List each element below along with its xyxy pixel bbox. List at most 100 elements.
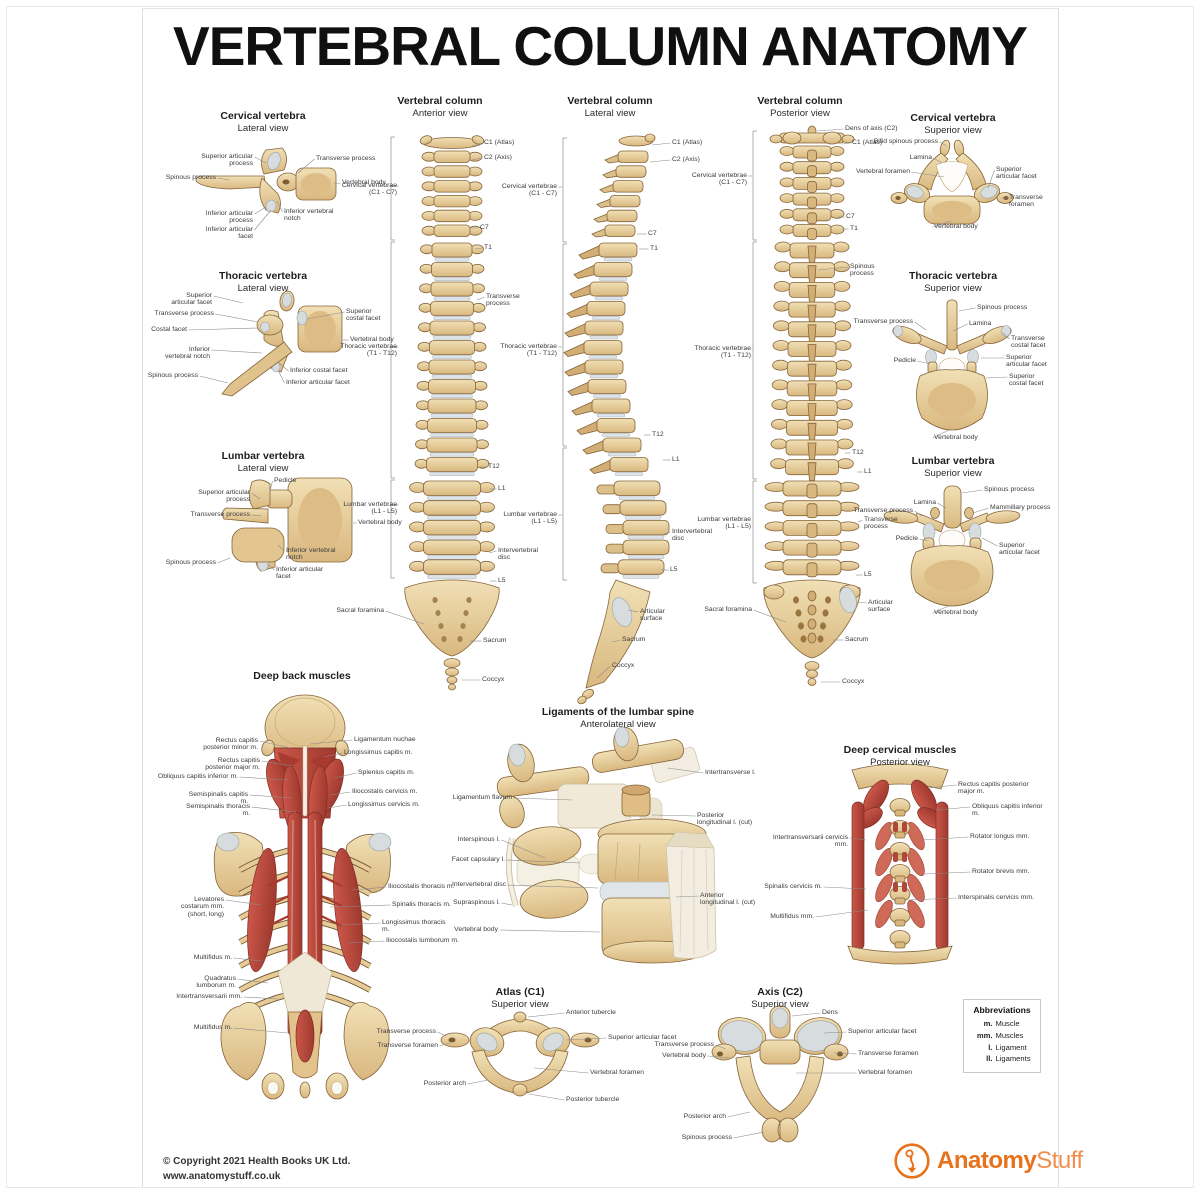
figure-subtitle-text: Lateral view [237,283,289,295]
figure-label: Semispinalis capitis m. [188,790,248,806]
abbreviation-word: Ligament [995,1042,1027,1052]
figure-label: Mammillary process [990,503,1051,511]
figure-label: Posterior arch [683,1112,726,1120]
figure-label: Inferior vertebral notch [284,207,334,223]
figure-label: Vertebral body [934,222,978,230]
poster-title: VERTEBRAL COLUMN ANATOMY [173,15,1028,77]
figure-subtitle-text: Superior view [924,125,982,137]
figure-label: Inferior costal facet [290,366,348,374]
figure-label: Superior articular facet [848,1027,917,1035]
figure-label: Splenius capitis m. [358,768,415,776]
figure-label: C7 [648,229,657,237]
figure-label: Thoracic vertebrae (T1 - T12) [694,344,751,360]
figure-label: Pedicle [893,356,916,364]
figure-label: Iliocostalis lumborum m. [386,936,459,944]
figure-label: Transverse foramen [1009,193,1043,209]
figure-art-thoracic-vertebra-lateral [221,290,343,397]
figure-label: Quadratus lumborum m. [196,974,236,990]
figure-label: Articular surface [868,598,893,614]
figure-label: Spinous process [147,371,198,379]
figure-label: Levatores costarum mm. (short, long) [180,895,224,918]
figure-label: Longissimus cervicis m. [348,800,420,808]
figure-art-lumbar-vertebra-superior [883,485,1021,607]
figure-title-text: Deep cervical muscles [843,744,957,756]
anatomystuff-logo-text: AnatomyStuff [937,1147,1083,1175]
figure-subtitle-text: Anterolateral view [580,719,656,731]
figure-title-text: Ligaments of the lumbar spine [541,706,695,718]
figure-label: Semispinalis thoracis m. [186,802,250,818]
logo-text-light: Stuff [1036,1147,1083,1174]
figure-label: Transverse process [654,1040,714,1048]
figure-label: Superior articular facet [608,1033,677,1041]
figure-label: Interspinalis cervicis mm. [958,893,1034,901]
figure-label: Superior costal facet [1009,372,1044,388]
figure-label: Dens of axis (C2) [845,124,898,132]
figure-label: Superior articular facet [1006,353,1047,369]
figure-label: L1 [498,484,506,492]
figure-label: Posterior arch [423,1079,466,1087]
figure-label: Vertebral foramen [590,1068,645,1076]
figure-label: Sacral foramina [336,606,384,614]
figure-label: Cervical vertebrae (C1 - C7) [341,181,397,197]
anatomystuff-logo-icon [894,1143,930,1179]
figure-label: Obliquus capitis inferior m. [157,772,238,780]
figure-label: Posterior longitudinal l. (cut) [697,811,753,827]
figure-label: T12 [488,462,500,470]
abbreviation-row: l.Ligament [967,1042,1037,1054]
figure-art-cervical-vertebra-lateral [195,147,337,214]
copyright-text: © Copyright 2021 Health Books UK Ltd. [163,1156,351,1167]
figure-label: Spinalis thoracis m. [392,900,451,908]
figure-art-deep-cervical-muscles [847,763,953,965]
figure-label: Rectus capitis posterior major m. [958,780,1029,796]
figure-label: C2 (Axis) [672,155,700,163]
figure-label: Spinous process [984,485,1035,493]
figure-label: Longissimus thoracis m. [382,918,446,934]
figure-label: Multifidus mm. [770,912,814,920]
abbreviation-key: mm. [976,1030,993,1040]
figure-label: Thoracic vertebrae (T1 - T12) [500,342,557,358]
figure-label: C1 (Atlas) [672,138,703,146]
figure-label: Supraspinous l. [453,898,500,906]
abbreviation-key: l. [988,1042,993,1052]
figure-label: Intervertebral disc [498,546,539,562]
figure-label: Rotator longus mm. [970,832,1030,840]
figure-label: Vertebral foramen [855,167,910,175]
figure-title-deep-back-muscles: Deep back muscles [253,670,350,683]
figure-label: C1 (Atlas) [484,138,515,146]
figure-label: Interspinous l. [457,835,500,843]
figure-label: Spinous process [681,1133,732,1141]
figure-label: Articular surface [640,607,665,623]
figure-title-text: Thoracic vertebra [218,270,308,282]
figure-label: T12 [852,448,864,456]
figure-art-lumbar-vertebra-lateral [222,477,353,572]
figure-label: Pedicle [895,534,918,542]
figure-art-vertebral-column-lateral [563,133,670,705]
figure-label: Intertransversarii mm. [176,992,242,1000]
figure-subtitle-text: Anterior view [412,108,468,120]
figure-label: Superior articular facet [996,165,1037,181]
figure-label: Facet capsulary l. [451,855,505,863]
figure-label: Superior articular facet [171,291,212,307]
figure-art-axis-c2 [711,1005,849,1143]
figure-label: Ligamentum flavum [452,793,512,801]
figure-label: Vertebral foramen [858,1068,913,1076]
figure-label: T12 [652,430,664,438]
figure-subtitle-text: Lateral view [237,463,289,475]
figure-art-thoracic-vertebra-superior [892,299,1012,431]
figure-label: Transverse process [853,506,913,514]
figure-label: T1 [484,243,492,251]
figure-label: Transverse process [853,317,913,325]
figure-label: L1 [864,467,872,475]
figure-label: C2 (Axis) [484,153,512,161]
figure-subtitle-text: Superior view [924,468,982,480]
figure-label: C7 [480,223,489,231]
figure-subtitle-text: Posterior view [770,108,830,120]
abbreviation-word: Ligaments [995,1054,1031,1064]
figure-subtitle-text: Lateral view [237,123,289,135]
figure-subtitle-text: Superior view [751,999,809,1011]
figure-label: Coccyx [482,675,505,683]
figure-label: Multifidus m. [193,953,232,961]
figure-label: Inferior articular facet [205,225,253,241]
